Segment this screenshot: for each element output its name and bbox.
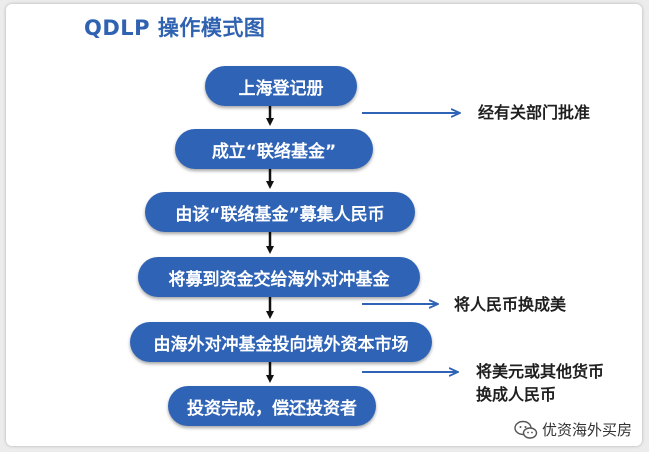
diagram-frame: QDLP 操作模式图 上海登记册 成立“联络基金” 由该“联络基金”募集人民币 …: [6, 4, 642, 446]
note-currency-line-2: 换成人民币: [476, 385, 557, 404]
watermark: 优资海外买房: [514, 419, 632, 440]
note-currency-to-rmb: 将美元或其他货币 换成人民币: [476, 360, 604, 406]
flow-step-register: 上海登记册: [205, 66, 357, 106]
flow-step-repay-investors: 投资完成，偿还投资者: [168, 386, 376, 426]
flow-step-raise-rmb: 由该“联络基金”募集人民币: [145, 192, 415, 232]
flow-step-label: 成立“联络基金”: [211, 141, 337, 162]
flow-step-establish-fund: 成立“联络基金”: [175, 129, 373, 169]
wechat-icon: [514, 420, 538, 439]
flow-step-transfer-funds: 将募到资金交给海外对冲基金: [138, 257, 420, 297]
flow-step-invest-overseas: 由海外对冲基金投向境外资本市场: [130, 322, 432, 362]
note-approval: 经有关部门批准: [478, 103, 591, 122]
flow-step-label: 上海登记册: [238, 78, 324, 99]
flow-step-label: 由该“联络基金”募集人民币: [175, 204, 385, 225]
flow-step-label: 由海外对冲基金投向境外资本市场: [153, 334, 409, 355]
arrow-layer: [266, 104, 642, 383]
diagram-title: QDLP 操作模式图: [84, 16, 266, 40]
note-rmb-to-usd: 将人民币换成美: [454, 295, 567, 314]
flow-step-label: 投资完成，偿还投资者: [187, 398, 357, 419]
flow-step-label: 将募到资金交给海外对冲基金: [168, 269, 390, 290]
note-currency-line-1: 将美元或其他货币: [476, 362, 605, 381]
watermark-text: 优资海外买房: [541, 421, 632, 439]
